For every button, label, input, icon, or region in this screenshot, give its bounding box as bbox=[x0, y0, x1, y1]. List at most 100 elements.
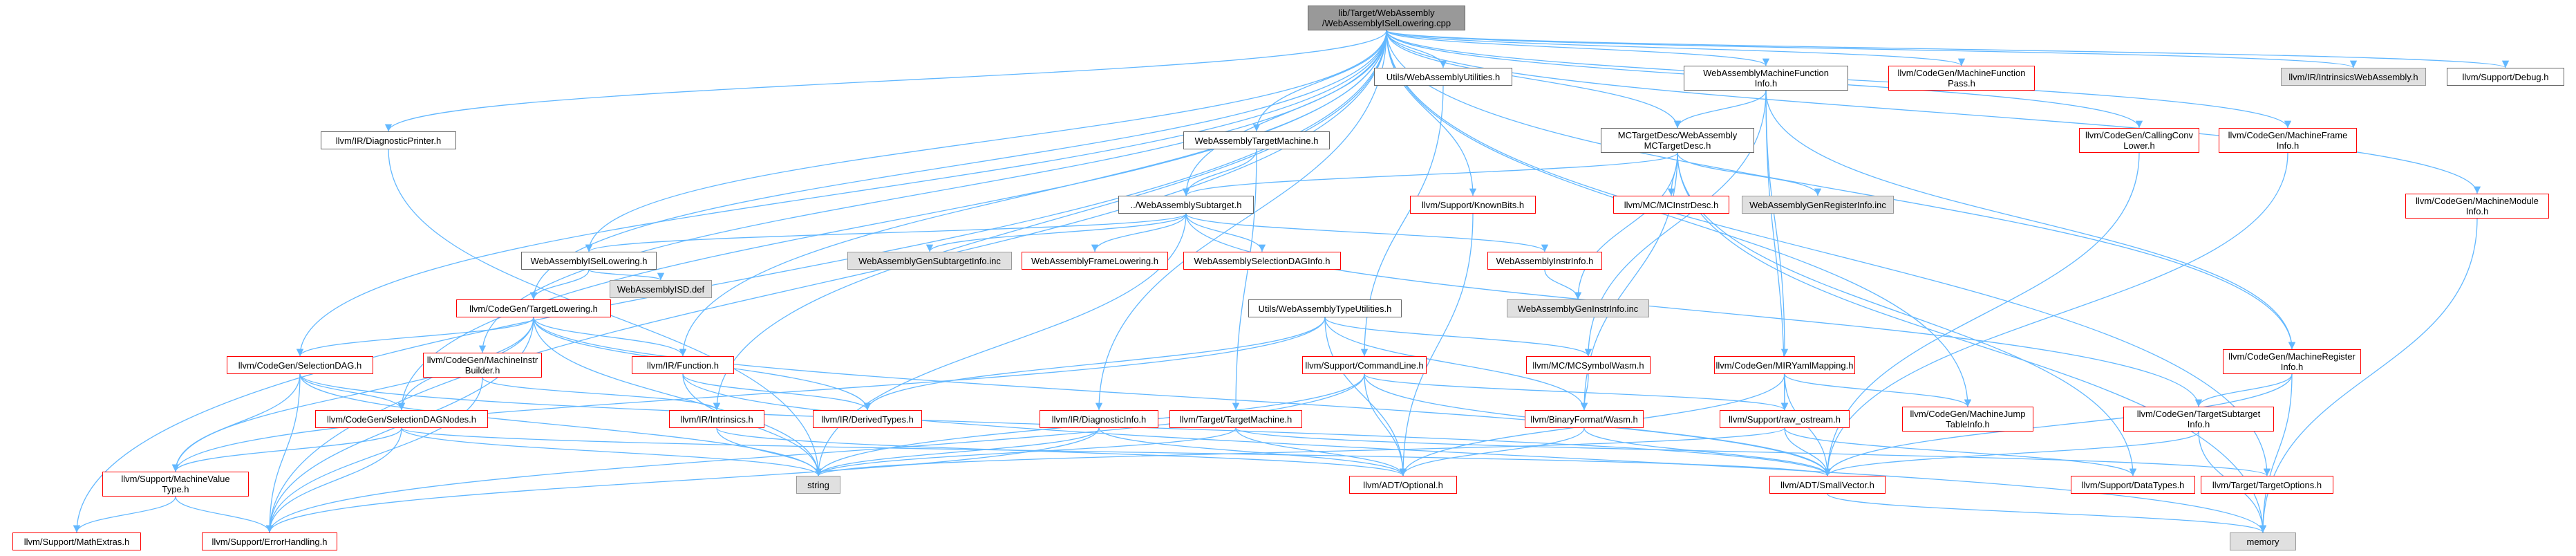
node-label-line: llvm/Support/MachineValue bbox=[121, 474, 230, 484]
edge-mcdesc-to-geninstr bbox=[1574, 152, 1678, 300]
node-ir-diagprinter[interactable]: llvm/IR/DiagnosticPrinter.h bbox=[321, 131, 456, 149]
node-ir-intr-wasm[interactable]: llvm/IR/IntrinsicsWebAssembly.h bbox=[2281, 68, 2426, 86]
node-utils-util[interactable]: Utils/WebAssemblyUtilities.h bbox=[1374, 68, 1512, 86]
node-isd-def[interactable]: WebAssemblyISD.def bbox=[610, 280, 712, 298]
edge-mcdesc-to-sup-datatypes bbox=[1677, 152, 2137, 476]
node-label-line: Builder.h bbox=[464, 365, 500, 376]
node-ir-derived[interactable]: llvm/IR/DerivedTypes.h bbox=[813, 410, 922, 428]
node-label-line: WebAssemblyGenInstrInfo.inc bbox=[1517, 303, 1639, 314]
node-instrinfo[interactable]: WebAssemblyInstrInfo.h bbox=[1487, 252, 1602, 270]
node-seldaginfo[interactable]: WebAssemblySelectionDAGInfo.h bbox=[1183, 252, 1341, 270]
node-tm-h[interactable]: WebAssemblyTargetMachine.h bbox=[1183, 131, 1330, 149]
node-label-line: llvm/IR/DerivedTypes.h bbox=[821, 414, 914, 425]
edge-typeutils-to-bf-wasm bbox=[1324, 317, 1588, 411]
edge-root-to-sup-knownbits bbox=[1386, 30, 1477, 196]
node-label-line: /WebAssemblyISelLowering.cpp bbox=[1322, 18, 1451, 28]
node-label-line: Info.h bbox=[2280, 362, 2304, 372]
node-ir-diaginfo[interactable]: llvm/IR/DiagnosticInfo.h bbox=[1040, 410, 1158, 428]
node-ir-function[interactable]: llvm/IR/Function.h bbox=[632, 356, 734, 374]
node-sup-rawos[interactable]: llvm/Support/raw_ostream.h bbox=[1720, 410, 1850, 428]
node-sup-errhandling[interactable]: llvm/Support/ErrorHandling.h bbox=[202, 532, 337, 550]
edge-sup-cmdline-to-sup-rawos bbox=[1364, 373, 1788, 411]
node-sup-cmdline[interactable]: llvm/Support/CommandLine.h bbox=[1302, 356, 1427, 374]
node-label-line: WebAssemblyGenSubtargetInfo.inc bbox=[858, 255, 1001, 266]
node-tgt-tm[interactable]: llvm/Target/TargetMachine.h bbox=[1169, 410, 1302, 428]
node-root[interactable]: lib/Target/WebAssembly/WebAssemblyISelLo… bbox=[1308, 6, 1465, 30]
edge-subtarget-to-isellowering bbox=[585, 213, 1187, 252]
edge-root-to-cg-mjt bbox=[1386, 30, 1972, 407]
edge-sup-mvt-to-sup-mathextras bbox=[73, 496, 176, 533]
node-sup-datatypes[interactable]: llvm/Support/DataTypes.h bbox=[2071, 476, 2195, 494]
edge-cg-minstrbuilder-to-ir-intrinsics bbox=[482, 377, 721, 411]
node-adt-smallvec[interactable]: llvm/ADT/SmallVector.h bbox=[1769, 476, 1886, 494]
node-genreg[interactable]: WebAssemblyGenRegisterInfo.inc bbox=[1742, 196, 1894, 214]
node-mc-symwasm[interactable]: llvm/MC/MCSymbolWasm.h bbox=[1526, 356, 1651, 374]
node-isellowering[interactable]: WebAssemblyISelLowering.h bbox=[521, 252, 657, 270]
node-ir-intrinsics[interactable]: llvm/IR/Intrinsics.h bbox=[669, 410, 764, 428]
node-label-line: llvm/CodeGen/MachineInstr bbox=[426, 355, 538, 365]
node-label-line: Info.h bbox=[2187, 419, 2210, 429]
node-tgt-options[interactable]: llvm/Target/TargetOptions.h bbox=[2201, 476, 2333, 494]
node-label-line: Utils/WebAssemblyUtilities.h bbox=[1386, 71, 1501, 82]
node-label-line: MCTargetDesc/WebAssembly bbox=[1617, 130, 1738, 140]
node-label-line: llvm/IR/IntrinsicsWebAssembly.h bbox=[2288, 71, 2418, 82]
edge-isellowering-to-cg-tlowering bbox=[529, 269, 590, 300]
node-bf-wasm[interactable]: llvm/BinaryFormat/Wasm.h bbox=[1525, 410, 1644, 428]
node-label-line: WebAssemblyFrameLowering.h bbox=[1031, 255, 1158, 266]
node-cg-seldag[interactable]: llvm/CodeGen/SelectionDAG.h bbox=[227, 356, 373, 374]
node-sup-mathextras[interactable]: llvm/Support/MathExtras.h bbox=[12, 532, 141, 550]
node-label-line: llvm/ADT/SmallVector.h bbox=[1780, 479, 1874, 490]
node-geninstr[interactable]: WebAssemblyGenInstrInfo.inc bbox=[1507, 299, 1649, 317]
node-label-line: WebAssemblyTargetMachine.h bbox=[1194, 135, 1319, 146]
node-adt-optional[interactable]: llvm/ADT/Optional.h bbox=[1349, 476, 1457, 494]
node-label-line: string bbox=[807, 479, 829, 490]
node-memory[interactable]: memory bbox=[2230, 532, 2296, 550]
node-sup-debug[interactable]: llvm/Support/Debug.h bbox=[2447, 68, 2564, 86]
edge-mcdesc-to-memory bbox=[1677, 152, 2267, 533]
edge-cg-tsubtarget-to-adt-smallvec bbox=[1823, 431, 2199, 476]
node-cg-seldagnodes[interactable]: llvm/CodeGen/SelectionDAGNodes.h bbox=[315, 410, 488, 428]
node-sup-knownbits[interactable]: llvm/Support/KnownBits.h bbox=[1410, 196, 1536, 214]
node-label-line: Info.h bbox=[2276, 140, 2300, 151]
edge-ir-function-to-ir-derived bbox=[682, 373, 872, 411]
edge-typeutils-to-ir-derived bbox=[863, 317, 1326, 411]
edge-sup-rawos-to-sup-datatypes bbox=[1784, 427, 2137, 476]
node-string[interactable]: string bbox=[796, 476, 840, 494]
node-label-line: llvm/Support/ErrorHandling.h bbox=[211, 536, 328, 547]
node-mc-instrdesc[interactable]: llvm/MC/MCInstrDesc.h bbox=[1613, 196, 1729, 214]
node-label-line: llvm/CodeGen/SelectionDAG.h bbox=[238, 360, 362, 371]
edge-sup-cmdline-to-sup-errhandling bbox=[265, 373, 1365, 533]
node-label-line: llvm/CodeGen/MIRYamlMapping.h bbox=[1715, 360, 1854, 371]
edge-subtarget-to-seldaginfo bbox=[1185, 213, 1266, 252]
edge-ir-diaginfo-to-adt-optional bbox=[1098, 427, 1407, 476]
node-label-line: llvm/CodeGen/MachineFrame bbox=[2228, 130, 2348, 140]
node-framelowering[interactable]: WebAssemblyFrameLowering.h bbox=[1022, 252, 1168, 270]
edge-sup-knownbits-to-adt-optional bbox=[1399, 213, 1474, 476]
node-cg-mir[interactable]: llvm/CodeGen/MIRYamlMapping.h bbox=[1714, 356, 1855, 374]
node-subtarget[interactable]: ../WebAssemblySubtarget.h bbox=[1118, 196, 1254, 214]
node-label-line: llvm/BinaryFormat/Wasm.h bbox=[1530, 414, 1638, 425]
node-label-line: llvm/IR/DiagnosticPrinter.h bbox=[335, 135, 442, 146]
edge-bf-wasm-to-adt-smallvec bbox=[1583, 427, 1832, 476]
node-cg-tlowering[interactable]: llvm/CodeGen/TargetLowering.h bbox=[456, 299, 611, 317]
node-label-line: Type.h bbox=[162, 484, 189, 494]
edge-cg-seldagnodes-to-sup-mvt bbox=[171, 427, 402, 472]
edge-cg-tlowering-to-ir-function bbox=[533, 317, 687, 357]
node-label-line: llvm/CodeGen/MachineJump bbox=[1910, 409, 2026, 419]
node-gensubtarget[interactable]: WebAssemblyGenSubtargetInfo.inc bbox=[847, 252, 1012, 270]
node-label-line: memory bbox=[2246, 536, 2279, 547]
edge-sup-mvt-to-sup-errhandling bbox=[175, 496, 274, 533]
node-typeutils[interactable]: Utils/WebAssemblyTypeUtilities.h bbox=[1248, 299, 1402, 317]
